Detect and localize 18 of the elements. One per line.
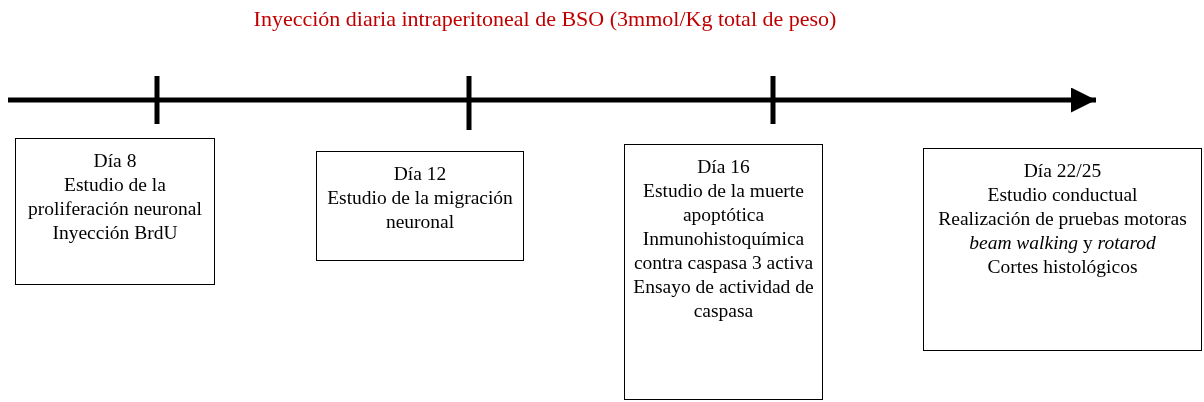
day-heading: Día 22/25 xyxy=(1022,159,1103,183)
timeline-box xyxy=(15,138,215,285)
study-text: Estudio conductual xyxy=(986,183,1139,207)
day-heading: Día 16 xyxy=(696,155,751,179)
day-heading: Día 12 xyxy=(392,162,448,186)
study-text: Inyección BrdU xyxy=(51,221,179,245)
study-text: Realización de pruebas motoras beam walking y rotarod xyxy=(937,207,1188,255)
study-text: Ensayo de actividad de caspasa xyxy=(632,275,815,323)
timeline-box xyxy=(624,144,823,400)
day-heading: Día 8 xyxy=(92,149,138,173)
timeline-box xyxy=(923,148,1202,351)
study-text: Cortes histológicos xyxy=(986,255,1139,279)
timeline-box xyxy=(316,151,524,261)
title: Inyección diaria intraperitoneal de BSO (3mmol/Kg total de peso) xyxy=(252,6,838,32)
study-text: Estudio de la muerte apoptótica xyxy=(642,179,805,227)
study-text: Estudio de la proliferación neuronal xyxy=(27,173,203,221)
study-text: Estudio de la migración neuronal xyxy=(326,186,514,234)
study-text: Inmunohistoquímica contra caspasa 3 activa xyxy=(632,227,815,275)
